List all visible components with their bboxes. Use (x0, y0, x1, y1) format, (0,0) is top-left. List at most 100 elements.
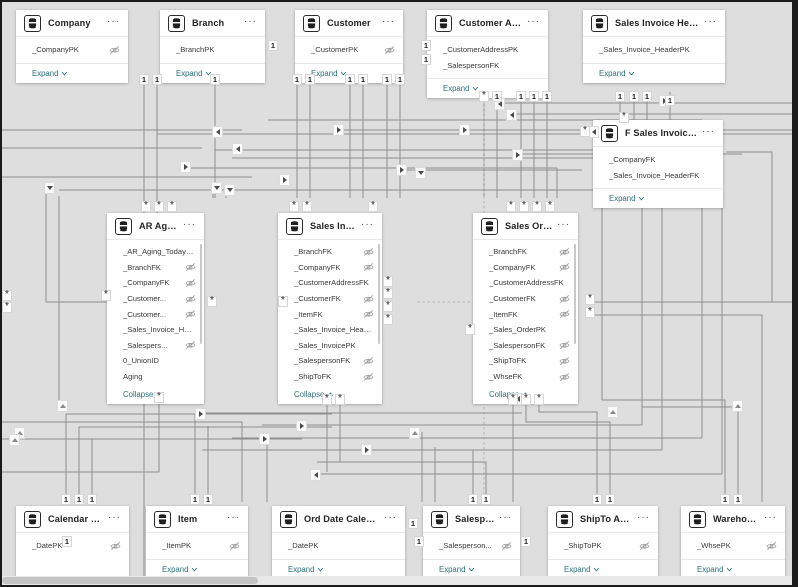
field-row[interactable]: _ItemFK (278, 306, 382, 322)
cardinality-one-badge[interactable]: 1 (152, 74, 162, 85)
table-more-options-button[interactable]: ··· (227, 511, 240, 523)
field-row[interactable]: _Customer... (107, 291, 204, 307)
cardinality-one-badge[interactable]: 1 (492, 91, 502, 102)
cardinality-many-badge[interactable]: * (368, 201, 378, 212)
field-row[interactable]: _BranchFK (278, 244, 382, 260)
field-list-scrollbar[interactable] (573, 244, 576, 344)
table-header-ar-aging[interactable]: AR Aging··· (107, 213, 204, 240)
filter-direction-up-icon[interactable] (409, 427, 420, 439)
table-header-sales-invoice-header[interactable]: Sales Invoice Header··· (583, 10, 725, 37)
cardinality-many-badge[interactable]: * (545, 201, 555, 212)
table-header-company[interactable]: Company··· (16, 10, 128, 37)
table-header-customer[interactable]: Customer··· (295, 10, 403, 37)
field-row[interactable]: _CustomerFK (278, 291, 382, 307)
field-row[interactable]: _Sales_Invoice_HeaderPK (583, 42, 725, 58)
cardinality-many-badge[interactable]: * (521, 394, 531, 405)
cardinality-one-badge[interactable]: 1 (516, 91, 526, 102)
table-header-salesperson[interactable]: Salesperson··· (423, 506, 520, 533)
filter-direction-left-icon[interactable] (212, 126, 223, 138)
filter-direction-up-icon[interactable] (9, 434, 20, 446)
cardinality-many-badge[interactable]: * (207, 296, 217, 307)
cardinality-many-badge[interactable]: * (585, 294, 595, 305)
field-row[interactable]: _CustomerAddressPK (427, 42, 548, 58)
field-row[interactable]: _ShipToFK (278, 369, 382, 385)
cardinality-one-badge[interactable]: 1 (345, 74, 355, 85)
table-more-options-button[interactable]: ··· (384, 511, 397, 523)
cardinality-many-badge[interactable]: * (519, 201, 529, 212)
field-row[interactable]: _Sales_Invoice_Header... (278, 322, 382, 338)
cardinality-one-badge[interactable]: 1 (87, 494, 97, 505)
filter-direction-right-icon[interactable] (361, 444, 372, 456)
table-more-options-button[interactable]: ··· (244, 15, 257, 27)
table-card-customer-address[interactable]: Customer Address··· _CustomerAddressPK_Sa… (427, 10, 548, 99)
horizontal-scrollbar-thumb[interactable] (2, 577, 258, 584)
expand-button[interactable]: Expand (32, 69, 68, 78)
table-card-ar-aging[interactable]: AR Aging···_AR_Aging_TodayPK_BranchFK_Co… (107, 213, 204, 405)
cardinality-one-badge[interactable]: 1 (733, 494, 743, 505)
table-header-shipto-address[interactable]: ShipTo Address··· (548, 506, 658, 533)
field-row[interactable]: _BranchFK (473, 244, 578, 260)
expand-button[interactable]: Expand (176, 69, 212, 78)
cardinality-one-badge[interactable]: 1 (358, 74, 368, 85)
filter-direction-up-icon[interactable] (732, 400, 743, 412)
table-header-calendar-fiscal[interactable]: Calendar Fiscal··· (16, 506, 129, 533)
field-row[interactable]: _WhsePK (681, 538, 785, 554)
table-more-options-button[interactable]: ··· (382, 15, 395, 27)
filter-direction-right-icon[interactable] (180, 161, 191, 173)
cardinality-one-badge[interactable]: 1 (629, 91, 639, 102)
field-row[interactable]: _CompanyFK (278, 260, 382, 276)
filter-direction-right-icon[interactable] (259, 433, 270, 445)
cardinality-one-badge[interactable]: 1 (421, 40, 431, 51)
field-row[interactable]: _CustomerFK (473, 291, 578, 307)
field-row[interactable]: _ItemPK (146, 538, 248, 554)
cardinality-one-badge[interactable]: 1 (521, 536, 531, 547)
field-row[interactable]: _SalespersonFK (427, 58, 548, 74)
field-row[interactable]: _ItemFK (473, 306, 578, 322)
table-card-customer[interactable]: Customer··· _CustomerPK Expand (295, 10, 403, 83)
table-more-options-button[interactable]: ··· (764, 511, 777, 523)
field-row[interactable]: _Sales_InvoicePK (278, 338, 382, 354)
table-card-f-sales-invoice-header[interactable]: F Sales Invoice Header···_CompanyFK_Sale… (593, 120, 723, 209)
cardinality-one-badge[interactable]: 1 (61, 494, 71, 505)
cardinality-many-badge[interactable]: * (383, 314, 393, 325)
cardinality-one-badge[interactable]: 1 (468, 494, 478, 505)
field-row[interactable]: _Customer... (107, 306, 204, 322)
cardinality-many-badge[interactable]: * (322, 394, 332, 405)
filter-direction-down-icon[interactable] (415, 167, 426, 179)
filter-direction-right-icon[interactable] (195, 408, 206, 420)
cardinality-many-badge[interactable]: * (335, 394, 345, 405)
filter-direction-up-icon[interactable] (57, 400, 68, 412)
expand-button[interactable]: Expand (443, 84, 479, 93)
table-header-sales-order[interactable]: Sales Order··· (473, 213, 578, 240)
filter-direction-right-icon[interactable] (333, 124, 344, 136)
cardinality-many-badge[interactable]: * (101, 290, 111, 301)
cardinality-many-badge[interactable]: * (154, 392, 164, 403)
table-more-options-button[interactable]: ··· (557, 218, 570, 230)
table-header-customer-address[interactable]: Customer Address··· (427, 10, 548, 37)
filter-direction-right-icon[interactable] (512, 149, 523, 161)
field-row[interactable]: _CustomerPK (295, 42, 403, 58)
field-row[interactable]: _CompanyFK (473, 260, 578, 276)
filter-direction-up-icon[interactable] (607, 406, 618, 418)
cardinality-one-badge[interactable]: 1 (305, 74, 315, 85)
table-more-options-button[interactable]: ··· (183, 218, 196, 230)
filter-direction-left-icon[interactable] (310, 469, 321, 481)
cardinality-many-badge[interactable]: * (585, 307, 595, 318)
cardinality-many-badge[interactable]: * (289, 201, 299, 212)
cardinality-one-badge[interactable]: 1 (268, 40, 278, 51)
cardinality-one-badge[interactable]: 1 (592, 494, 602, 505)
field-row[interactable]: _CustomerAddressFK (278, 275, 382, 291)
cardinality-one-badge[interactable]: 1 (190, 494, 200, 505)
field-row[interactable]: _CompanyFK (107, 275, 204, 291)
cardinality-one-badge[interactable]: 1 (210, 74, 220, 85)
cardinality-many-badge[interactable]: * (2, 302, 12, 313)
expand-button[interactable]: Expand (311, 69, 347, 78)
field-row[interactable]: _DatePK (16, 538, 129, 554)
cardinality-one-badge[interactable]: 1 (292, 74, 302, 85)
cardinality-many-badge[interactable]: * (154, 201, 164, 212)
table-more-options-button[interactable]: ··· (704, 15, 717, 27)
